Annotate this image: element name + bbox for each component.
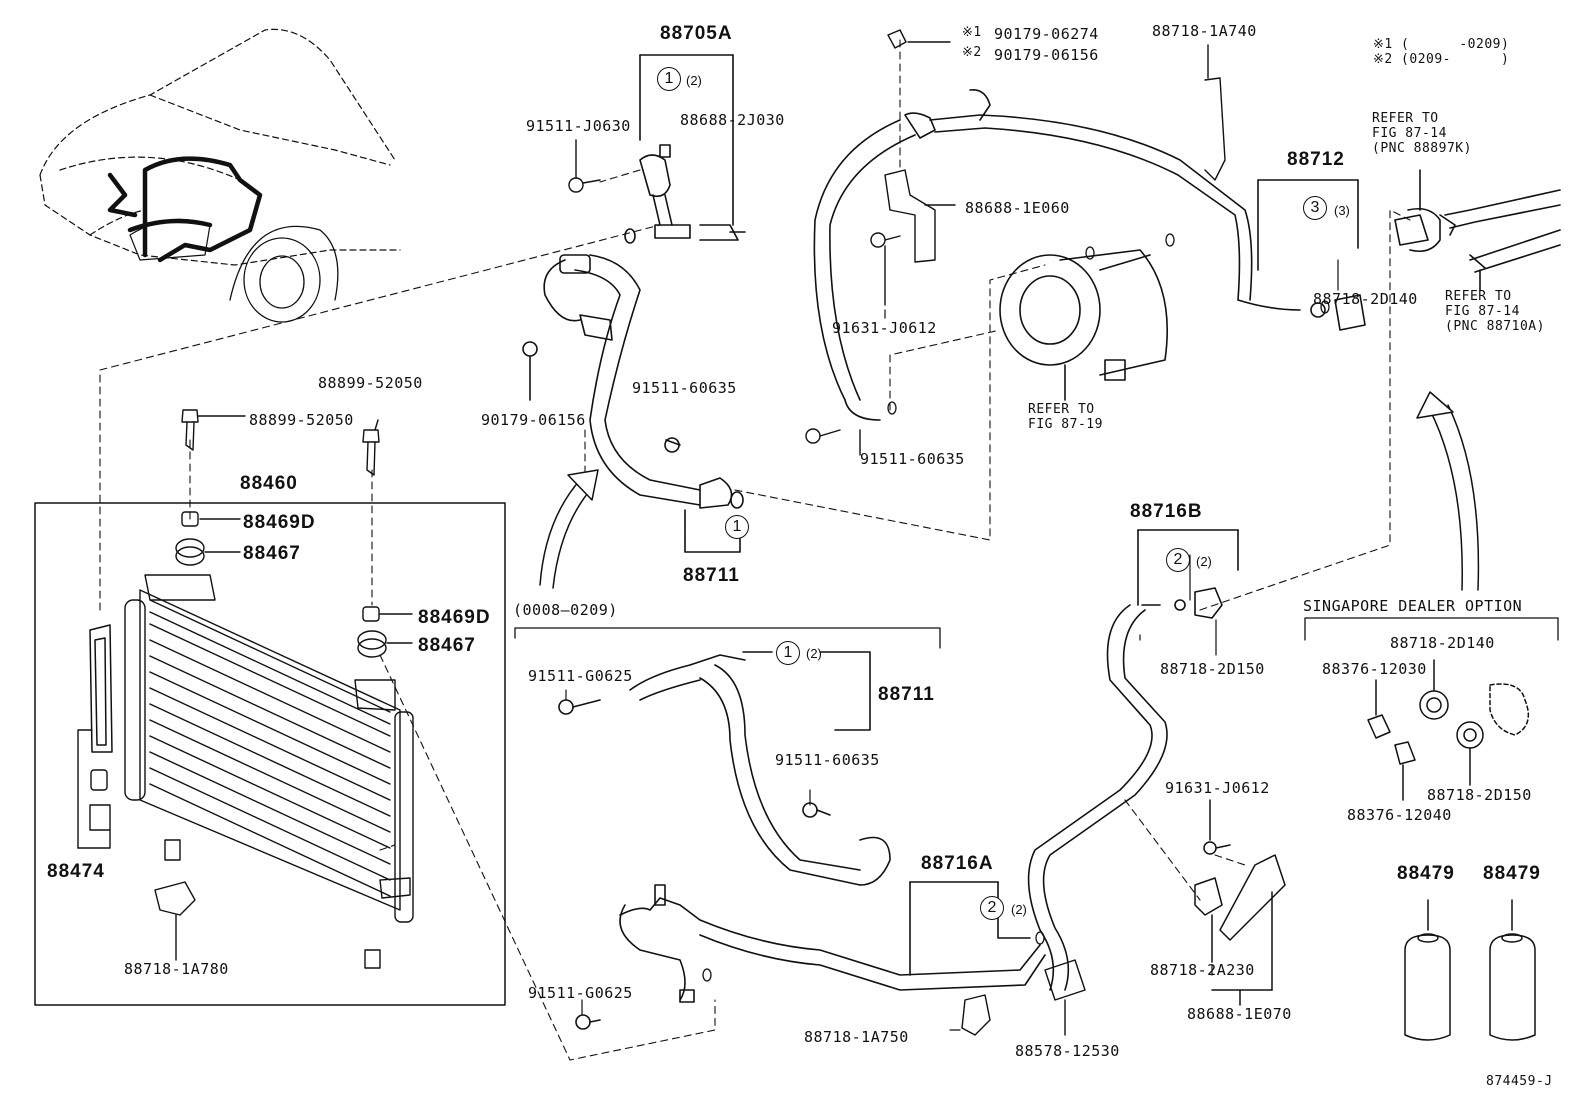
part-label-91511-60635-compressor: 91511-60635 xyxy=(860,450,965,468)
part-label-88474: 88474 xyxy=(47,861,105,882)
condenser-side-seal xyxy=(89,624,113,753)
singapore-option-bracket xyxy=(1304,617,1559,641)
variant-range-bracket xyxy=(514,627,941,649)
part-label-date-range: (0008–0209) xyxy=(513,601,618,619)
part-label-88376-12040: 88376-12040 xyxy=(1347,806,1452,824)
part-label-88718-2D140-option: 88718-2D140 xyxy=(1390,634,1495,652)
part-label-91511-G0625-2: 91511-G0625 xyxy=(528,984,633,1002)
part-label-88716B: 88716B xyxy=(1130,501,1203,522)
part-label-88467: 88467 xyxy=(243,543,301,564)
part-label-88479-2: 88479 xyxy=(1483,863,1541,884)
bolt-91511-60635-compressor xyxy=(805,428,861,456)
part-label-88718-1A750: 88718-1A750 xyxy=(804,1028,909,1046)
part-label-88711: 88711 xyxy=(683,565,740,586)
part-label-90179-06156: 90179-06156 xyxy=(481,411,586,429)
suction-hose-88711-upper xyxy=(522,228,744,553)
part-label-88469D-2: 88469D xyxy=(418,607,491,628)
part-label-90179-06156-top: 90179-06156 xyxy=(994,46,1099,64)
part-label-90179-06274: 90179-06274 xyxy=(994,25,1099,43)
part-label-88718-2D140: 88718-2D140 xyxy=(1313,290,1418,308)
direction-arrow-right xyxy=(1416,391,1480,591)
part-label-88578-12530: 88578-12530 xyxy=(1015,1042,1120,1060)
kit-callout-1-variant: 1 xyxy=(776,641,800,665)
service-valve-connectors xyxy=(1394,169,1561,291)
reference-fig-87-14-88710A: REFER TO FIG 87-14 (PNC 88710A) xyxy=(1445,289,1545,334)
discharge-hose-88705A xyxy=(639,54,746,241)
leader-lines-solid xyxy=(565,259,1339,1031)
bracket-88688-1E070 xyxy=(1194,799,1286,1006)
condenser-assembly xyxy=(124,574,414,969)
part-label-88718-1A780: 88718-1A780 xyxy=(124,960,229,978)
reference-fig-87-14-88897K: REFER TO FIG 87-14 (PNC 88897K) xyxy=(1372,111,1472,156)
kit-quantity-2-88716B: (2) xyxy=(1196,554,1212,569)
part-label-91511-60635-variant: 91511-60635 xyxy=(775,751,880,769)
condenser-group-frame xyxy=(34,502,506,1006)
o-rings xyxy=(702,233,1330,982)
part-label-88718-2A230: 88718-2A230 xyxy=(1150,961,1255,979)
part-label-91631-J0612-lower: 91631-J0612 xyxy=(1165,779,1270,797)
vehicle-grille xyxy=(129,218,211,261)
liquid-line-88716A xyxy=(575,881,1046,1030)
desiccant-parts xyxy=(77,729,111,849)
part-label-88899-52050-top: 88899-52050 xyxy=(318,374,423,392)
condenser-bolts-cushions xyxy=(175,409,413,658)
singapore-dealer-option-title: SINGAPORE DEALER OPTION xyxy=(1303,597,1523,615)
figure-number: 874459-J xyxy=(1486,1074,1553,1089)
part-label-88688-1E060: 88688-1E060 xyxy=(965,199,1070,217)
part-label-88467-2: 88467 xyxy=(418,635,476,656)
direction-arrow-left xyxy=(539,469,599,589)
bolt-90179-06274 xyxy=(887,29,951,49)
singapore-option-parts xyxy=(1367,659,1530,801)
part-label-88711-variant: 88711 xyxy=(878,684,935,705)
part-label-88460: 88460 xyxy=(240,473,298,494)
part-label-88469D: 88469D xyxy=(243,512,316,533)
leader-lines xyxy=(99,39,1411,1061)
part-label-88705A: 88705A xyxy=(660,23,733,44)
part-label-88712: 88712 xyxy=(1287,149,1345,170)
ac-line-routing-highlight xyxy=(107,156,263,263)
variant-notes: ※1 ( -0209) ※2 (0209- ) xyxy=(1373,37,1510,67)
part-label-88718-1A740: 88718-1A740 xyxy=(1152,22,1257,40)
part-label-88718-2D150-option: 88718-2D150 xyxy=(1427,786,1532,804)
kit-callout-1-88711: 1 xyxy=(725,515,749,539)
kit-callout-2-88716B: 2 xyxy=(1166,548,1190,572)
suction-hose-88712 xyxy=(813,88,1366,421)
kit-quantity-2-88716A: (2) xyxy=(1011,902,1027,917)
kit-quantity-variant: (2) xyxy=(806,646,822,661)
bolt-91511-J0630 xyxy=(568,139,601,193)
part-label-88899-52050: 88899-52050 xyxy=(249,411,354,429)
liquid-line-88716B xyxy=(1027,529,1239,991)
kit-quantity: (2) xyxy=(686,73,702,88)
foam-seal-88578-12530 xyxy=(1044,959,1086,1036)
bracket-88688-1E060 xyxy=(870,169,956,306)
part-label-88479: 88479 xyxy=(1397,863,1455,884)
kit-callout-1: 1 xyxy=(657,67,681,91)
compressor-unit xyxy=(999,249,1168,401)
vehicle-outline-illustration xyxy=(39,28,401,266)
part-label-88716A: 88716A xyxy=(921,853,994,874)
oil-can-88479-left xyxy=(1404,899,1451,1041)
oil-can-88479-right xyxy=(1489,899,1536,1041)
part-label-91511-G0625: 91511-G0625 xyxy=(528,667,633,685)
part-label-88718-2D150: 88718-2D150 xyxy=(1160,660,1265,678)
reference-fig-87-19: REFER TO FIG 87-19 xyxy=(1028,402,1103,432)
part-label-91511-J0630: 91511-J0630 xyxy=(526,117,631,135)
kit-callout-3: 3 xyxy=(1303,196,1327,220)
part-label-91631-J0612: 91631-J0612 xyxy=(832,319,937,337)
bracket-88718-1A780 xyxy=(154,881,196,961)
bracket-88718-1A750 xyxy=(961,994,991,1036)
part-label-88688-1E070: 88688-1E070 xyxy=(1187,1005,1292,1023)
kit-quantity-3: (3) xyxy=(1334,203,1350,218)
variant-mark-1: ※1 xyxy=(962,25,982,40)
bracket-88718-1A740 xyxy=(1204,44,1226,181)
kit-callout-2-88716A: 2 xyxy=(980,896,1004,920)
variant-mark-2: ※2 xyxy=(962,45,982,60)
part-label-91511-60635: 91511-60635 xyxy=(632,379,737,397)
part-label-88688-2J030: 88688-2J030 xyxy=(680,111,785,129)
vehicle-wheel-arch xyxy=(229,225,339,323)
part-label-88376-12030: 88376-12030 xyxy=(1322,660,1427,678)
